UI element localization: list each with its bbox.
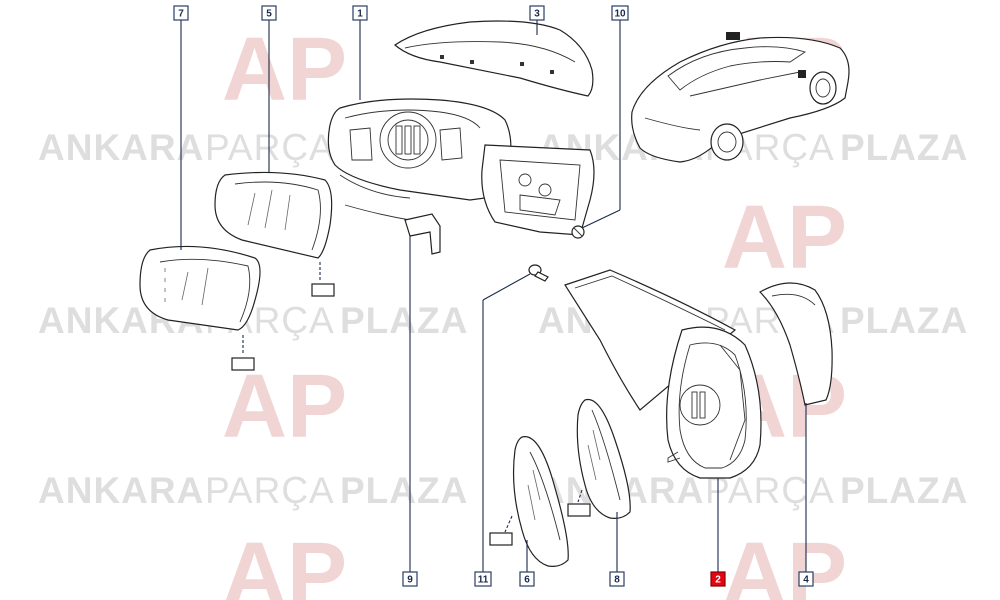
callout-7: 7	[173, 5, 189, 21]
mirror-glass-7	[139, 245, 261, 331]
watermark-word: PLAZA	[840, 470, 968, 511]
callout-number: 7	[178, 9, 184, 20]
watermark-word: PLAZA	[840, 300, 968, 341]
watermark-word: PLAZA	[840, 127, 968, 168]
mirror-base	[481, 144, 595, 236]
callout-box	[261, 5, 277, 21]
callout-6: 6	[519, 571, 535, 587]
mirror-assembly-2	[564, 269, 762, 479]
callouts: 7 5 1 3 10 9 11 6 8 2 4	[173, 5, 814, 587]
callout-number: 11	[478, 575, 489, 586]
callout-box	[710, 571, 726, 587]
watermark-logo-text: AP	[722, 525, 847, 600]
watermark-logo-text: AP	[222, 20, 347, 120]
watermark-word: PARÇA	[205, 470, 335, 511]
callout-number: 8	[614, 575, 620, 586]
screw-10	[571, 225, 585, 239]
connector-6	[489, 515, 513, 546]
callout-box	[611, 5, 629, 21]
mirror-glass-6	[512, 436, 569, 567]
callout-box	[352, 5, 368, 21]
callout-10: 10	[611, 5, 629, 21]
callout-4: 4	[798, 571, 814, 587]
mirror-glass-5	[214, 171, 333, 259]
callout-box	[798, 571, 814, 587]
watermark-word: PARÇA	[205, 127, 335, 168]
callout-8: 8	[609, 571, 625, 587]
callout-box	[529, 5, 545, 21]
callout-box	[474, 571, 492, 587]
connector-5	[311, 262, 335, 297]
connector-8	[567, 489, 591, 517]
mirror-cover-4	[759, 282, 833, 406]
callout-number: 10	[614, 9, 626, 20]
callout-11: 11	[474, 571, 492, 587]
watermark-logo-text: AP	[222, 525, 347, 600]
callout-number: 6	[524, 575, 530, 586]
callout-9: 9	[402, 571, 418, 587]
watermark-word: PLAZA	[340, 300, 468, 341]
callout-number: 2	[715, 575, 721, 586]
callout-box	[173, 5, 189, 21]
leader-lines	[180, 20, 807, 572]
connector-7	[231, 335, 255, 371]
mirror-cover-3	[394, 20, 594, 97]
mirror-glass-8	[576, 398, 631, 519]
watermark-logo-text: AP	[722, 188, 847, 288]
callout-box	[609, 571, 625, 587]
wiring-clip-9	[404, 213, 441, 255]
callout-box	[519, 571, 535, 587]
callout-2: 2	[710, 571, 726, 587]
callout-number: 1	[357, 9, 363, 20]
watermark-word: PLAZA	[340, 470, 468, 511]
callout-number: 9	[407, 575, 413, 586]
mirror-housing-1	[327, 98, 512, 221]
watermark-word: ANKARA	[38, 127, 204, 168]
watermark-word: ANKARA	[38, 470, 204, 511]
callout-3: 3	[529, 5, 545, 21]
callout-number: 5	[266, 9, 272, 20]
watermark-logo-text: AP	[222, 357, 347, 457]
callout-number: 3	[534, 9, 540, 20]
callout-1: 1	[352, 5, 368, 21]
callout-5: 5	[261, 5, 277, 21]
callout-box	[402, 571, 418, 587]
callout-number: 4	[803, 575, 809, 586]
car-illustration	[631, 32, 850, 163]
screw-11	[528, 264, 549, 282]
